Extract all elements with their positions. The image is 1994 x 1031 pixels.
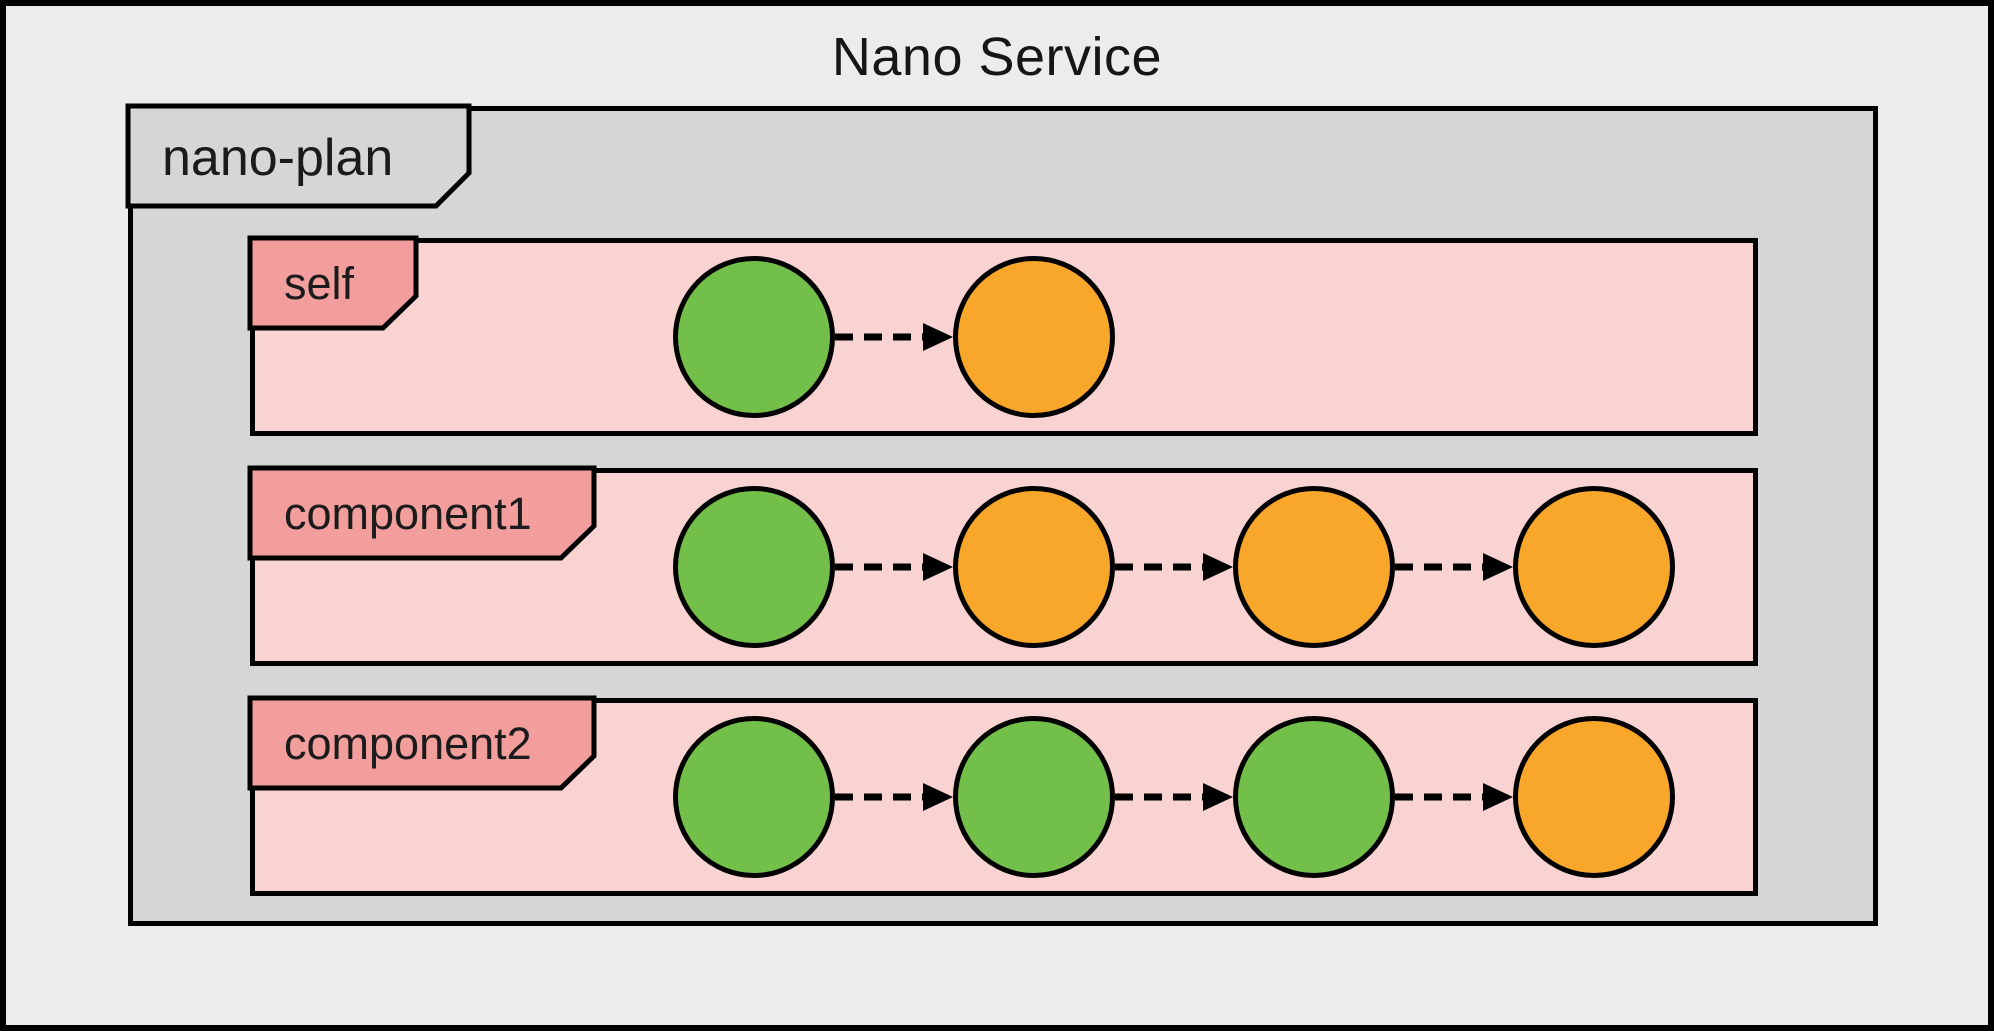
transition-arrow-icon [1395, 783, 1513, 811]
nano-plan-tab-shape [125, 103, 472, 209]
transition-arrow-icon [1115, 783, 1233, 811]
transition-arrow-icon [1395, 553, 1513, 581]
state-circle-orange [1233, 486, 1395, 648]
lane-tab-shape [247, 465, 597, 561]
state-circle-green [673, 256, 835, 418]
transition-arrow-icon [835, 323, 953, 351]
state-circle-orange [953, 256, 1115, 418]
diagram-title: Nano Service [831, 27, 1163, 87]
lane-tab [247, 695, 597, 791]
state-circle-orange [1513, 486, 1675, 648]
lane-label: component1 [284, 488, 532, 539]
lane-tab-shape [247, 695, 597, 791]
nano-plan-tab [125, 103, 472, 209]
transition-arrow-icon [1115, 553, 1233, 581]
state-circle-orange [953, 486, 1115, 648]
lane-tab-shape [247, 235, 419, 331]
lane-tab [247, 465, 597, 561]
state-circle-orange [1513, 716, 1675, 878]
state-circle-green [673, 716, 835, 878]
transition-arrow-icon [835, 553, 953, 581]
lane-label: self [284, 258, 355, 309]
state-circle-green [673, 486, 835, 648]
lane-label: component2 [284, 718, 532, 769]
nano-plan-label: nano-plan [162, 129, 394, 187]
lane-tab [247, 235, 419, 331]
state-circle-green [953, 716, 1115, 878]
state-circle-green [1233, 716, 1395, 878]
transition-arrow-icon [835, 783, 953, 811]
